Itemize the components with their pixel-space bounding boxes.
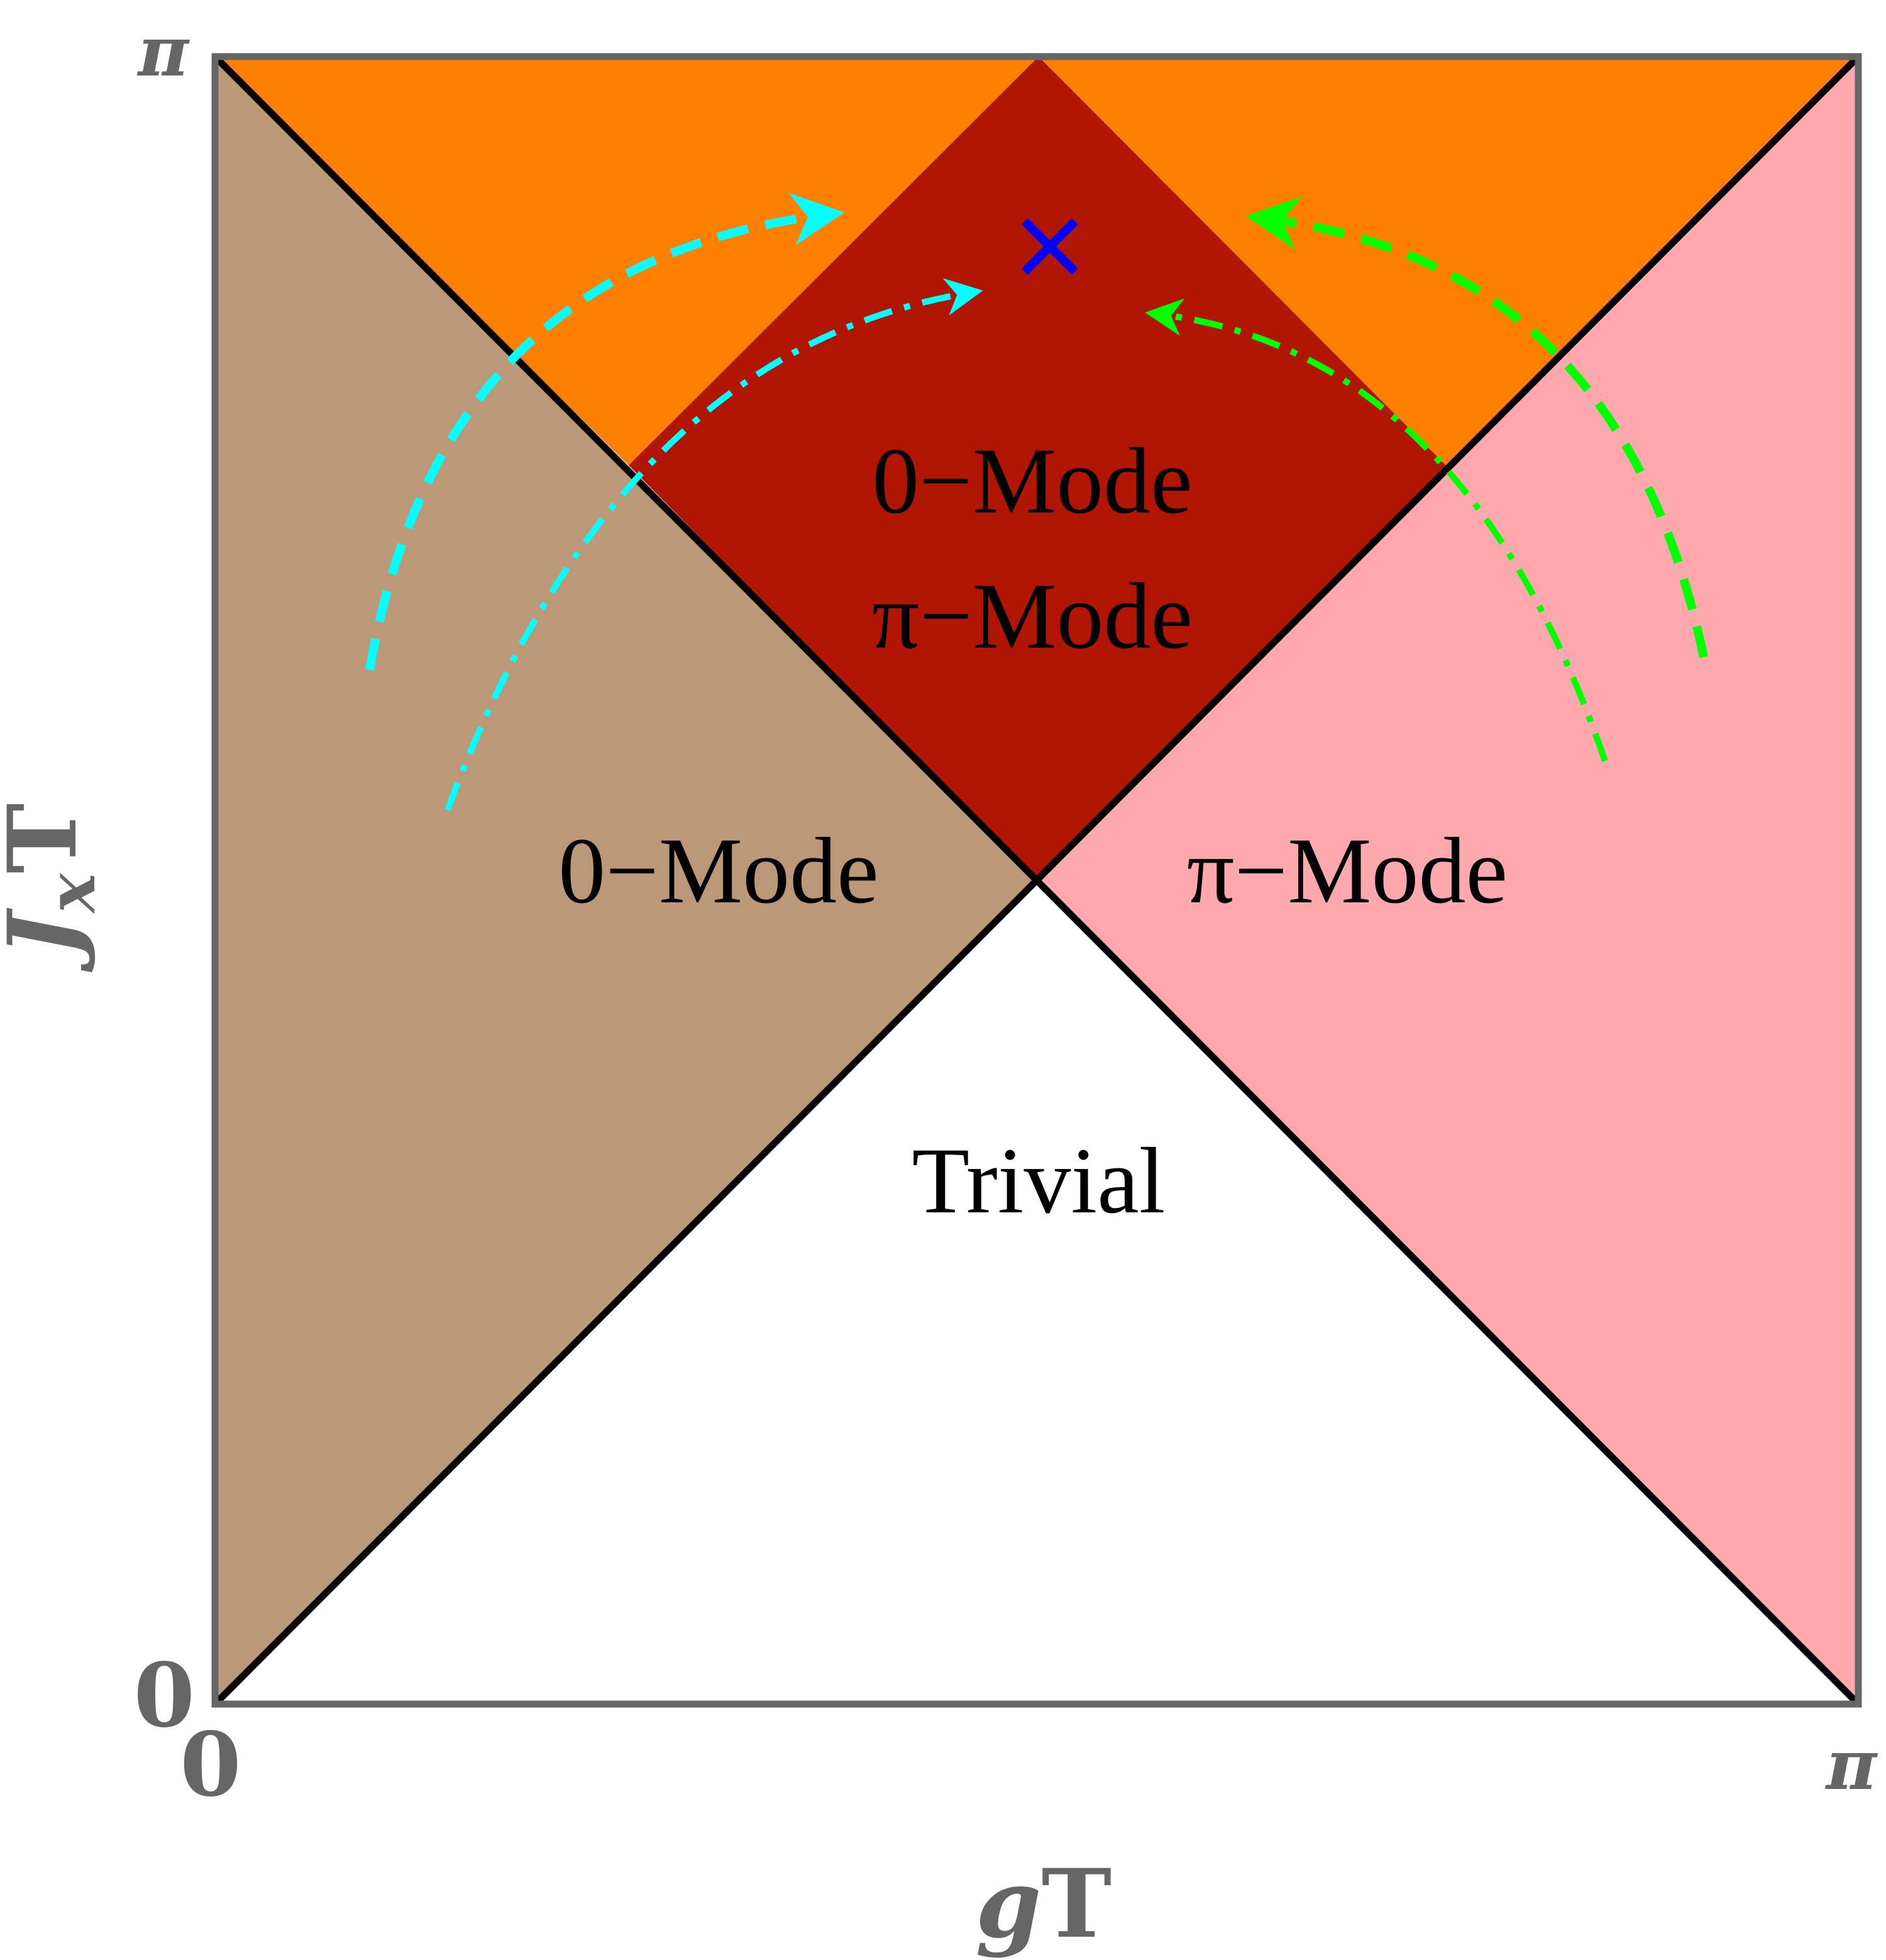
region-zero-pi-mode bbox=[629, 57, 1446, 882]
bottom-region-label: Trivial bbox=[912, 1129, 1166, 1233]
cyan-dashdot-arrow bbox=[444, 278, 983, 811]
x-axis-label: gT bbox=[976, 1849, 1112, 1959]
y-axis-label-sub: x bbox=[32, 873, 110, 914]
cross-icon bbox=[1022, 218, 1078, 275]
region-zero-mode bbox=[215, 57, 1039, 1704]
diamond-label-zero: 0−Mode bbox=[872, 429, 1193, 533]
y-axis-label-var: J bbox=[0, 907, 98, 973]
y-tick-min: 0 bbox=[134, 1644, 195, 1747]
y-tick-max: π bbox=[136, 11, 190, 92]
green-dashed-arrow bbox=[1245, 196, 1708, 658]
y-axis-label: JxT bbox=[0, 803, 110, 972]
green-dashdot-arrow bbox=[1145, 298, 1608, 762]
diamond-label-pi: π−Mode bbox=[872, 564, 1193, 668]
region-trivial bbox=[215, 882, 1858, 1704]
right-region-label: π−Mode bbox=[1187, 819, 1508, 923]
cyan-dashed-arrow bbox=[365, 192, 845, 671]
phase-boundary-line bbox=[212, 54, 1861, 1707]
region-pi-mode bbox=[1039, 57, 1858, 1704]
x-tick-min: 0 bbox=[180, 1714, 241, 1817]
plot-frame bbox=[211, 53, 1862, 1708]
x-axis-label-var: g bbox=[976, 1849, 1042, 1959]
y-axis-label-unit: T bbox=[0, 803, 98, 873]
x-axis-label-unit: T bbox=[1042, 1849, 1112, 1959]
region-top-corners bbox=[215, 57, 1858, 465]
x-tick-max: π bbox=[1825, 1724, 1878, 1805]
left-region-label: 0−Mode bbox=[558, 819, 879, 923]
